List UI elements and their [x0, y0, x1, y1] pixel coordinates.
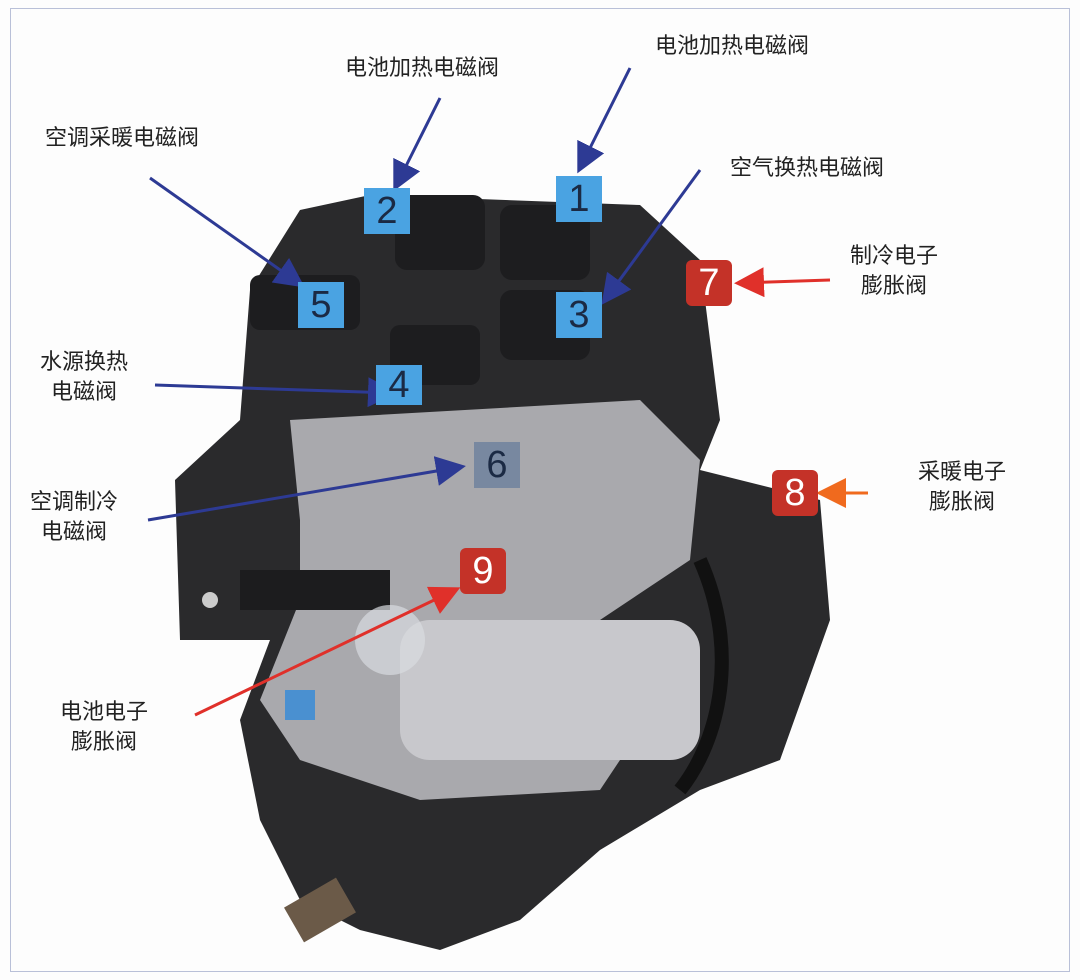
label-battery-heating-valve-2: 电池加热电磁阀 — [345, 56, 500, 81]
badge-8: 8 — [772, 470, 818, 516]
badge-4: 4 — [376, 364, 422, 406]
label-air-heat-exchange-valve: 空气换热电磁阀 — [730, 156, 885, 181]
label-cooling-expansion-valve: 制冷电子 膨胀阀 — [850, 244, 939, 299]
badge-3: 3 — [556, 292, 602, 338]
badge-6: 6 — [474, 442, 520, 488]
label-battery-heating-valve-1: 电池加热电磁阀 — [655, 34, 810, 59]
assembly-body — [175, 195, 830, 950]
frame-border — [10, 8, 1070, 972]
label-heating-expansion-valve: 采暖电子 膨胀阀 — [918, 460, 1007, 515]
label-battery-expansion-valve: 电池电子 膨胀阀 — [60, 700, 149, 755]
badge-7: 7 — [686, 260, 732, 306]
callout-arrows — [147, 67, 868, 717]
badge-9: 9 — [460, 548, 506, 594]
label-ac-cooling-valve: 空调制冷 电磁阀 — [30, 490, 119, 545]
label-ac-heating-valve: 空调采暖电磁阀 — [45, 126, 200, 151]
badge-2: 2 — [364, 188, 410, 234]
badge-5: 5 — [298, 282, 344, 328]
label-water-heat-exchange-valve: 水源换热 电磁阀 — [40, 350, 129, 405]
badge-1: 1 — [556, 176, 602, 222]
